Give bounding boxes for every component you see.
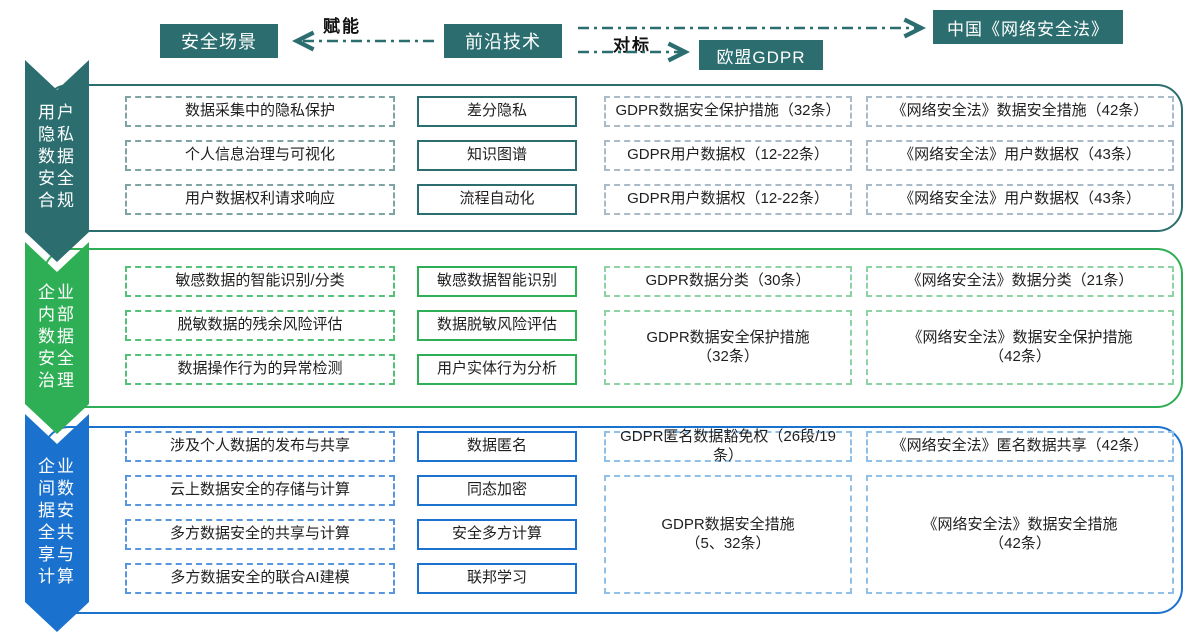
scenario-box: 数据操作行为的异常检测 [125,354,395,385]
law-box: 《网络安全法》数据分类（21条） [866,266,1174,297]
gdpr-box: GDPR匿名数据豁免权（26段/19条） [604,428,852,464]
band-ribbon-title-line: 合规 [38,191,76,210]
scenario-box: 用户数据权利请求响应 [125,184,395,215]
technology-box: 数据匿名 [417,431,577,462]
band-ribbon-title-line: 隐私 [38,125,76,144]
technology-box: 同态加密 [417,475,577,506]
band-ribbon-title-line: 数据 [38,147,76,166]
gdpr-box: GDPR数据安全保护措施（32条） [604,310,852,385]
scenario-box: 脱敏数据的残余风险评估 [125,310,395,341]
law-box-line: 《网络安全法》用户数据权（43条） [899,146,1141,164]
law-box-line: 《网络安全法》匿名数据共享（42条） [891,437,1149,455]
law-box: 《网络安全法》用户数据权（43条） [866,140,1174,171]
scenario-box: 多方数据安全的联合AI建模 [125,563,395,594]
band-ribbon-enterprise-internal-data-governance: 企业内部数据安全治理 [25,242,89,434]
law-box-line: 《网络安全法》数据分类（21条） [906,272,1134,290]
scenario-box: 数据采集中的隐私保护 [125,96,395,127]
law-box-line: （42条） [989,534,1051,552]
band-ribbon-title-line: 治理 [38,371,76,390]
law-box-line: （42条） [989,347,1051,365]
band-ribbon-title: 用户隐私数据安全合规 [25,102,89,212]
header-eu-gdpr-label: 欧盟GDPR [716,47,806,67]
header-china-law-label: 中国《网络安全法》 [947,19,1109,39]
band-ribbon-title-line: 安全 [38,349,76,368]
law-box-line: 《网络安全法》数据安全措施 [922,515,1118,533]
band-ribbon-user-privacy-data-compliance: 用户隐私数据安全合规 [25,60,89,262]
law-box-line: 《网络安全法》数据安全保护措施 [907,328,1133,346]
band-ribbon-title-line: 间数 [38,479,76,498]
header-security-scenario: 安全场景 [160,24,278,58]
law-box-line: 《网络安全法》数据安全措施（42条） [891,102,1149,120]
gdpr-box-line: （5、32条） [685,534,771,552]
gdpr-box-line: GDPR匿名数据豁免权（26段/19条） [620,427,836,464]
law-box: 《网络安全法》数据安全措施（42条） [866,475,1174,594]
gdpr-box: GDPR数据安全保护措施（32条） [604,96,852,127]
header-frontier-tech-label: 前沿技术 [465,32,541,52]
band-ribbon-title-line: 计算 [38,567,76,586]
law-box: 《网络安全法》用户数据权（43条） [866,184,1174,215]
scenario-box: 个人信息治理与可视化 [125,140,395,171]
gdpr-box: GDPR数据安全措施（5、32条） [604,475,852,594]
band-ribbon-title-line: 安全 [38,169,76,188]
gdpr-box-line: GDPR数据分类（30条） [645,272,811,290]
band-ribbon-title: 企业内部数据安全治理 [25,282,89,392]
technology-box: 敏感数据智能识别 [417,266,577,297]
band-ribbon-title-line: 企业 [38,457,76,476]
gdpr-box-line: GDPR用户数据权（12-22条） [627,146,829,164]
scenario-box: 云上数据安全的存储与计算 [125,475,395,506]
technology-box: 联邦学习 [417,563,577,594]
gdpr-box-line: GDPR数据安全保护措施（32条） [615,102,841,120]
band-ribbon-inter-enterprise-data-sharing-computing: 企业间数据安全共享与计算 [25,414,89,632]
gdpr-box: GDPR用户数据权（12-22条） [604,184,852,215]
law-box: 《网络安全法》数据安全保护措施（42条） [866,310,1174,385]
technology-box: 差分隐私 [417,96,577,127]
technology-box: 安全多方计算 [417,519,577,550]
header-eu-gdpr: 欧盟GDPR [699,40,823,70]
band-ribbon-title-line: 企业 [38,283,76,302]
header-frontier-tech: 前沿技术 [444,24,562,58]
band-ribbon-title-line: 享与 [38,545,76,564]
band-ribbon-title-line: 全共 [38,523,76,542]
law-box: 《网络安全法》匿名数据共享（42条） [866,431,1174,462]
technology-box: 流程自动化 [417,184,577,215]
technology-box: 知识图谱 [417,140,577,171]
band-ribbon-title-line: 据安 [38,501,76,520]
technology-box: 数据脱敏风险评估 [417,310,577,341]
band-ribbon-title-line: 用户 [38,103,76,122]
band-ribbon-title-line: 内部 [38,305,76,324]
gdpr-box: GDPR用户数据权（12-22条） [604,140,852,171]
law-box-line: 《网络安全法》用户数据权（43条） [899,190,1141,208]
scenario-box: 多方数据安全的共享与计算 [125,519,395,550]
scenario-box: 涉及个人数据的发布与共享 [125,431,395,462]
empower-arrow-label: 赋能 [314,12,370,37]
header-arrows [0,0,1200,80]
header-china-law: 中国《网络安全法》 [933,10,1123,44]
band-ribbon-title: 企业间数据安全共享与计算 [25,456,89,588]
header-security-scenario-label: 安全场景 [181,32,257,52]
gdpr-box-line: GDPR数据安全措施 [661,515,795,533]
gdpr-box-line: GDPR数据安全保护措施 [646,328,810,346]
gdpr-box: GDPR数据分类（30条） [604,266,852,297]
gdpr-box-line: GDPR用户数据权（12-22条） [627,190,829,208]
band-ribbon-title-line: 数据 [38,327,76,346]
gdpr-box-line: （32条） [697,347,759,365]
technology-box: 用户实体行为分析 [417,354,577,385]
scenario-box: 敏感数据的智能识别/分类 [125,266,395,297]
law-box: 《网络安全法》数据安全措施（42条） [866,96,1174,127]
